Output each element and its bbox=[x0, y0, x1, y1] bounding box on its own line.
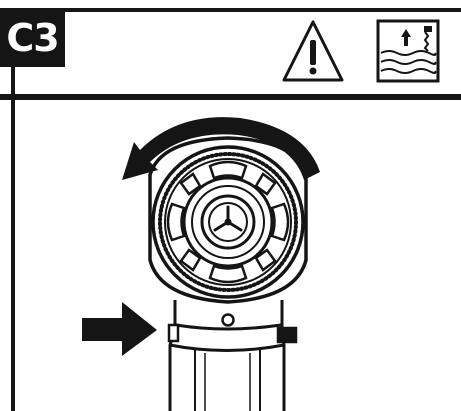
step-label: C3 bbox=[0, 9, 65, 67]
body-screw bbox=[221, 313, 235, 327]
direction-switch bbox=[167, 323, 298, 344]
